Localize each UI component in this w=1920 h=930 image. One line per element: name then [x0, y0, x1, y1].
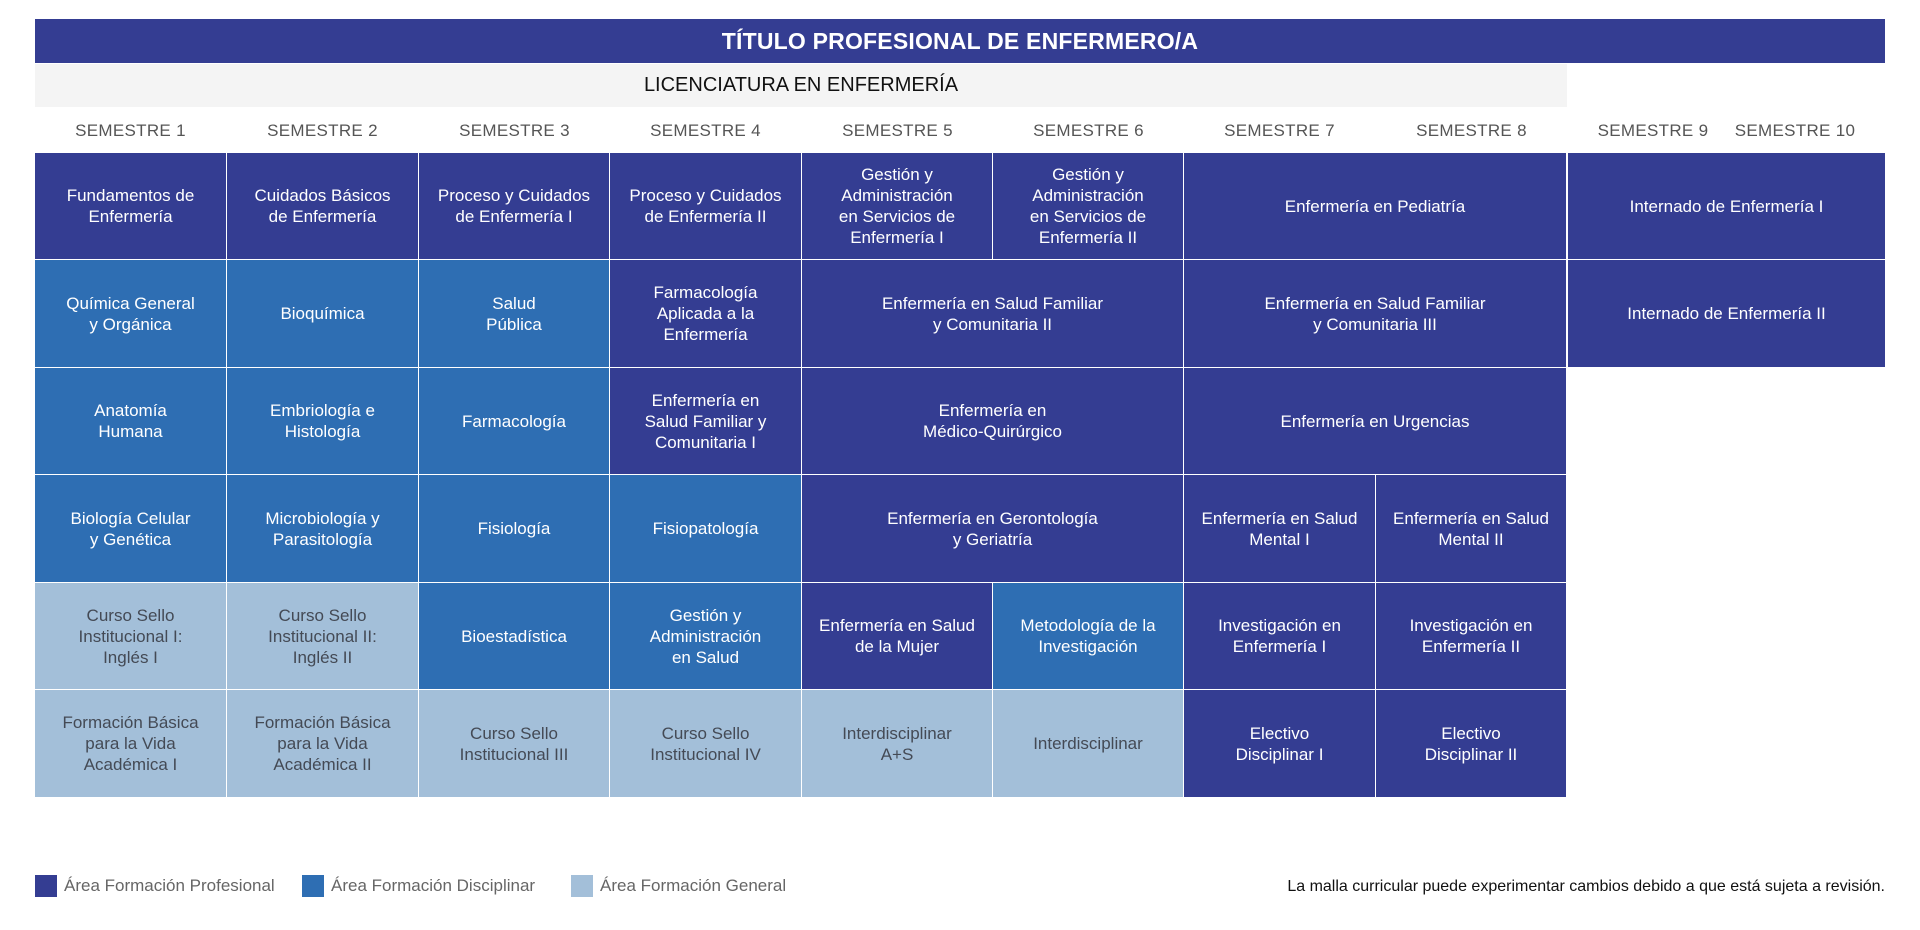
semester-header-5: SEMESTRE 5 [842, 121, 953, 140]
legend-swatch-disciplinar [302, 875, 324, 897]
course-cell: Curso Sello Institucional IV [610, 690, 801, 797]
semester-header-2: SEMESTRE 2 [267, 121, 378, 140]
course-cell: Gestión y Administración en Servicios de… [802, 153, 992, 259]
semester-header-9: SEMESTRE 9 [1597, 121, 1709, 140]
legend-label-profesional: Área Formación Profesional [64, 876, 275, 895]
course-cell: Biología Celular y Genética [35, 475, 226, 582]
course-cell: Enfermería en Urgencias [1184, 368, 1566, 474]
legend-item-general: Área Formación General [571, 873, 786, 899]
course-cell: Microbiología y Parasitología [227, 475, 418, 582]
semester-header-4: SEMESTRE 4 [650, 121, 761, 140]
legend-label-general: Área Formación General [600, 876, 787, 895]
course-cell: Formación Básica para la Vida Académica … [227, 690, 418, 797]
career-title: TÍTULO PROFESIONAL DE ENFERMERO/A [35, 19, 1885, 63]
course-cell: Fundamentos de Enfermería [35, 153, 226, 259]
course-cell: Proceso y Cuidados de Enfermería I [419, 153, 609, 259]
semester-header-3: SEMESTRE 3 [459, 121, 570, 140]
course-cell: Cuidados Básicos de Enfermería [227, 153, 418, 259]
course-cell: Internado de Enfermería I [1568, 153, 1885, 259]
course-cell: Formación Básica para la Vida Académica … [35, 690, 226, 797]
semester-header-1: SEMESTRE 1 [75, 121, 186, 140]
course-cell: Metodología de la Investigación [993, 583, 1183, 689]
course-cell: Curso Sello Institucional II: Inglés II [227, 583, 418, 689]
course-cell: Interdisciplinar [993, 690, 1183, 797]
course-cell: Enfermería en Salud Mental I [1184, 475, 1375, 582]
legend-item-profesional: Área Formación Profesional [35, 873, 275, 899]
legend-swatch-general [571, 875, 593, 897]
course-cell: Enfermería en Médico-Quirúrgico [802, 368, 1183, 474]
course-cell: Farmacología Aplicada a la Enfermería [610, 260, 801, 367]
legend-label-disciplinar: Área Formación Disciplinar [331, 876, 536, 895]
course-cell: Enfermería en Salud Familiar y Comunitar… [802, 260, 1183, 367]
course-cell: Enfermería en Salud Mental II [1376, 475, 1566, 582]
semester-header-7: SEMESTRE 7 [1224, 121, 1335, 140]
course-cell: Enfermería en Salud Familiar y Comunitar… [1184, 260, 1566, 367]
legend-item-disciplinar: Área Formación Disciplinar [302, 873, 535, 899]
course-cell: Embriología e Histología [227, 368, 418, 474]
course-cell: Curso Sello Institucional I: Inglés I [35, 583, 226, 689]
semester-header-10: SEMESTRE 10 [1734, 121, 1856, 140]
course-cell: Enfermería en Salud de la Mujer [802, 583, 992, 689]
course-cell: Curso Sello Institucional III [419, 690, 609, 797]
course-cell: Química General y Orgánica [35, 260, 226, 367]
semester-header-6: SEMESTRE 6 [1033, 121, 1144, 140]
semester-header-8: SEMESTRE 8 [1416, 121, 1527, 140]
course-cell: Gestión y Administración en Salud [610, 583, 801, 689]
course-cell: Proceso y Cuidados de Enfermería II [610, 153, 801, 259]
course-cell: Interdisciplinar A+S [802, 690, 992, 797]
course-cell: Fisiopatología [610, 475, 801, 582]
course-cell: Anatomía Humana [35, 368, 226, 474]
legend-swatch-profesional [35, 875, 57, 897]
course-cell: Enfermería en Pediatría [1184, 153, 1566, 259]
course-cell: Bioquímica [227, 260, 418, 367]
course-cell: Internado de Enfermería II [1568, 260, 1885, 367]
course-cell: Enfermería en Gerontología y Geriatría [802, 475, 1183, 582]
course-cell: Electivo Disciplinar I [1184, 690, 1375, 797]
course-cell: Enfermería en Salud Familiar y Comunitar… [610, 368, 801, 474]
course-cell: Gestión y Administración en Servicios de… [993, 153, 1183, 259]
course-cell: Investigación en Enfermería I [1184, 583, 1375, 689]
course-cell: Electivo Disciplinar II [1376, 690, 1566, 797]
course-cell: Bioestadística [419, 583, 609, 689]
degree-subtitle: LICENCIATURA EN ENFERMERÍA [35, 64, 1567, 107]
course-cell: Salud Pública [419, 260, 609, 367]
course-cell: Investigación en Enfermería II [1376, 583, 1566, 689]
course-cell: Fisiología [419, 475, 609, 582]
revision-note: La malla curricular puede experimentar c… [1287, 878, 1885, 895]
course-cell: Farmacología [419, 368, 609, 474]
